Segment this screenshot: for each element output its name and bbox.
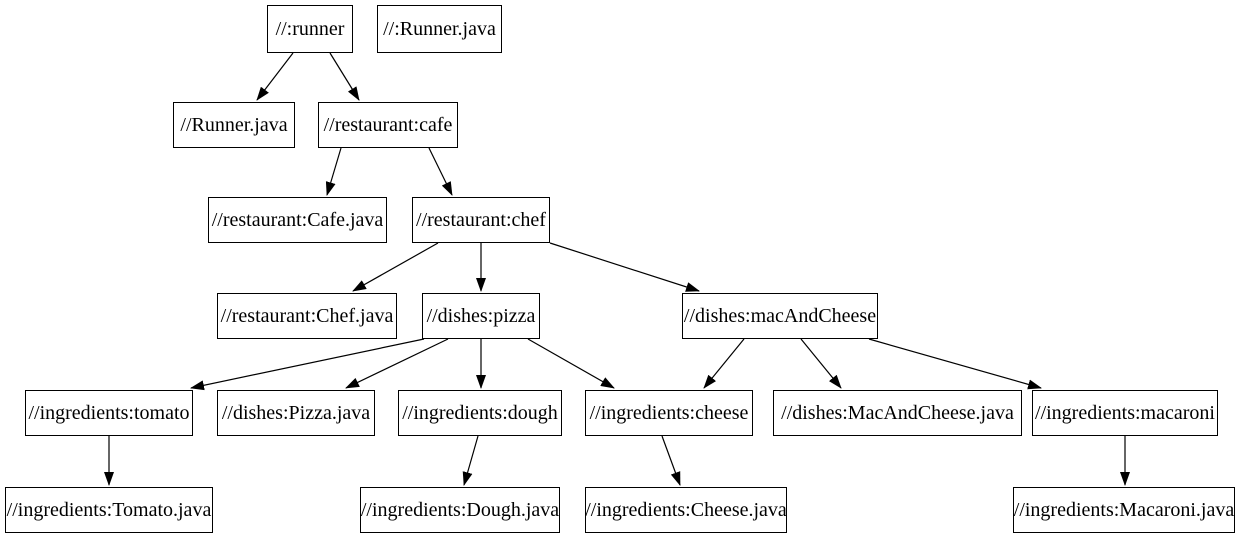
node-label: //restaurant:cafe <box>323 113 453 136</box>
node-label: //ingredients:Tomato.java <box>6 498 212 521</box>
graph-node-dough: //ingredients:dough <box>398 390 562 436</box>
graph-node-runner-java-target: //:Runner.java <box>377 5 502 53</box>
edge-runner-to-runner-java <box>256 52 294 101</box>
edge-pizza-to-pizza-java <box>345 338 449 389</box>
node-label: //dishes:MacAndCheese.java <box>781 401 1014 424</box>
graph-node-dough-java: //ingredients:Dough.java <box>360 487 560 533</box>
graph-node-chef-java: //restaurant:Chef.java <box>217 293 397 339</box>
graph-node-runner: //:runner <box>267 5 353 53</box>
edge-cheese-to-cheese-java <box>661 435 681 486</box>
node-label: //ingredients:cheese <box>589 401 749 424</box>
graph-node-cheese-java: //ingredients:Cheese.java <box>585 487 787 533</box>
graph-node-pizza: //dishes:pizza <box>422 293 540 339</box>
edge-mac-and-cheese-to-cheese <box>703 338 745 389</box>
edge-mac-and-cheese-to-macaroni <box>868 338 1042 390</box>
graph-node-macaroni: //ingredients:macaroni <box>1032 390 1218 436</box>
node-label: //ingredients:Macaroni.java <box>1013 498 1235 521</box>
graph-node-cafe-java: //restaurant:Cafe.java <box>208 197 387 243</box>
node-label: //dishes:Pizza.java <box>221 401 371 424</box>
edge-pizza-to-cheese <box>527 338 615 389</box>
graph-node-cheese: //ingredients:cheese <box>585 390 753 436</box>
graph-node-tomato: //ingredients:tomato <box>25 390 193 436</box>
edge-pizza-to-tomato <box>190 338 425 391</box>
edge-cafe-to-chef <box>428 147 453 196</box>
edge-chef-to-mac-and-cheese <box>549 242 700 292</box>
node-label: //dishes:pizza <box>426 304 536 327</box>
edge-cafe-to-cafe-java <box>325 147 342 196</box>
node-label: //restaurant:Chef.java <box>220 304 394 327</box>
node-label: //dishes:macAndCheese <box>683 304 877 327</box>
node-label: //restaurant:Cafe.java <box>211 208 384 231</box>
edge-chef-to-chef-java <box>352 242 439 292</box>
graph-node-pizza-java: //dishes:Pizza.java <box>217 390 375 436</box>
node-label: //ingredients:dough <box>402 401 558 424</box>
graph-node-mac-and-cheese: //dishes:macAndCheese <box>682 293 878 339</box>
graph-node-runner-java: //Runner.java <box>173 102 295 148</box>
graph-node-macaroni-java: //ingredients:Macaroni.java <box>1013 487 1235 533</box>
node-label: //:runner <box>275 17 345 40</box>
graph-node-cafe: //restaurant:cafe <box>318 102 458 148</box>
node-label: //:Runner.java <box>383 17 496 40</box>
node-label: //ingredients:Cheese.java <box>585 498 787 521</box>
node-label: //ingredients:tomato <box>28 401 190 424</box>
node-label: //restaurant:chef <box>416 208 546 231</box>
graph-node-mac-and-cheese-java: //dishes:MacAndCheese.java <box>773 390 1022 436</box>
graph-node-chef: //restaurant:chef <box>412 197 550 243</box>
graph-node-tomato-java: //ingredients:Tomato.java <box>5 487 213 533</box>
node-label: //ingredients:Dough.java <box>360 498 560 521</box>
edge-mac-and-cheese-to-mac-and-cheese-java <box>800 338 842 389</box>
edges-group <box>104 52 1130 486</box>
node-label: //ingredients:macaroni <box>1035 401 1215 424</box>
node-label: //Runner.java <box>180 113 288 136</box>
edge-runner-to-cafe <box>329 52 360 101</box>
edge-dough-to-dough-java <box>462 435 479 486</box>
